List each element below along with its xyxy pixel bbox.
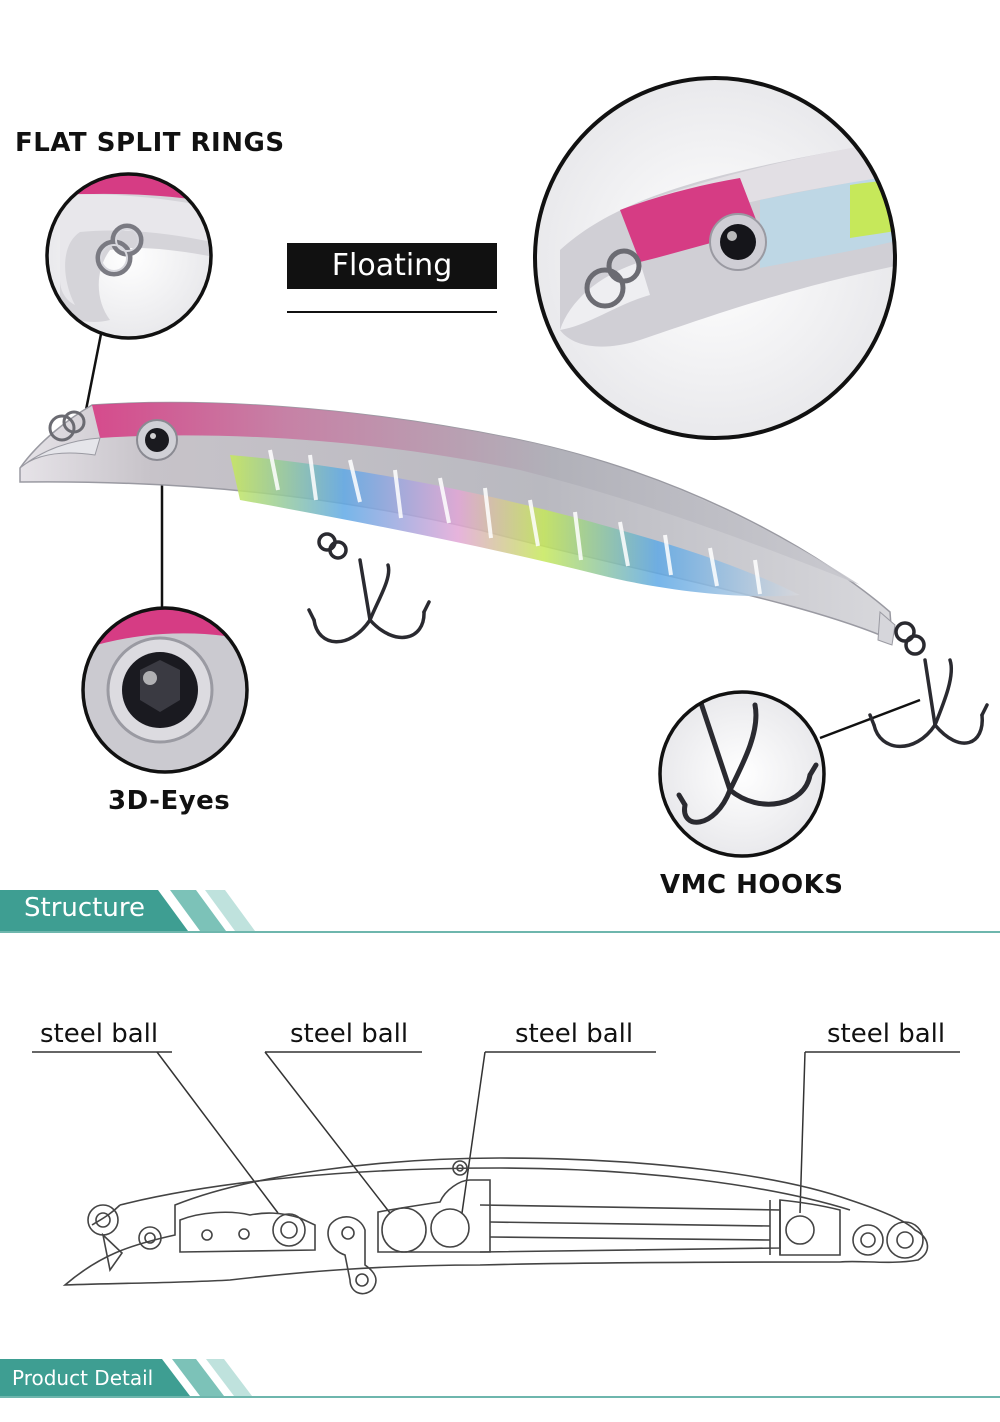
eye-zoom — [81, 606, 249, 774]
structure-diagram — [32, 1051, 960, 1295]
floating-underline — [287, 311, 497, 313]
eyes-label: 3D-Eyes — [108, 786, 231, 816]
hook-zoom — [658, 690, 826, 858]
structure-title: Structure — [24, 893, 145, 923]
split-rings-zoom — [45, 172, 213, 340]
steel-ball-label-2: steel ball — [290, 1019, 409, 1049]
hooks-label: VMC HOOKS — [660, 870, 844, 900]
product-illustration — [19, 76, 989, 858]
product-detail-header-bar — [0, 1359, 1000, 1398]
steel-ball-label-4: steel ball — [827, 1019, 946, 1049]
belly-hook — [307, 532, 431, 644]
steel-ball-label-3: steel ball — [515, 1019, 634, 1049]
product-detail-title: Product Detail — [12, 1366, 154, 1390]
steel-ball-label-1: steel ball — [40, 1019, 159, 1049]
split-rings-label: FLAT SPLIT RINGS — [15, 128, 285, 158]
head-zoom — [533, 76, 897, 440]
structure-header-bar — [0, 890, 1000, 933]
tail-hook — [868, 621, 989, 749]
lure-body — [19, 401, 896, 646]
floating-badge: Floating — [287, 243, 497, 289]
